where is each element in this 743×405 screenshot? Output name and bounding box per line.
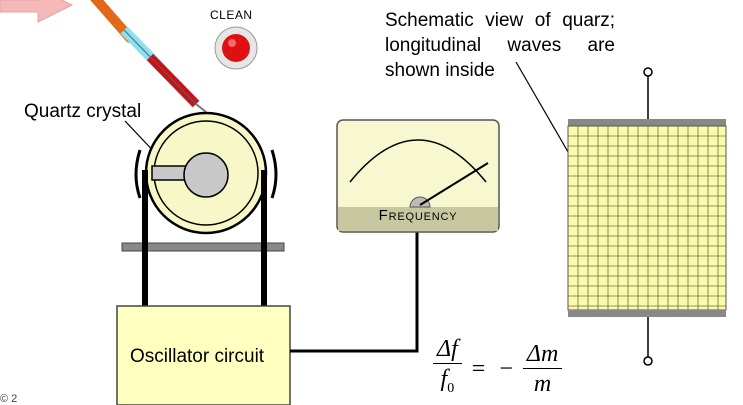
frequency-label: Frequency [378,207,458,224]
quartz-schematic [567,67,727,366]
schematic-caption: Schematic view of quarz; longitudinal wa… [385,8,615,83]
formula-equals: = [471,355,486,382]
clean-button[interactable] [214,26,258,70]
clean-button-label: CLEAN [210,8,253,22]
formula-lhs: Δf f0 [433,335,462,404]
caption-line-1: Schematic view of quarz; [385,10,615,31]
arrow-icon [0,0,74,23]
oscillator-circuit-label: Oscillator circuit [130,346,265,367]
caption-line-2: longitudinal waves are [385,35,615,56]
stand-plate [121,242,285,252]
formula-rhs: Δm m [522,340,563,399]
formula-lhs-denominator: f0 [433,364,462,404]
clean-button-icon[interactable] [222,34,250,62]
formula-rhs-denominator: m [533,370,552,397]
quartz-crystal [134,111,278,235]
formula-rhs-numerator: Δm [522,340,563,369]
pipette-icon [90,0,207,113]
formula-lhs-subscript: 0 [447,380,455,396]
formula-lhs-denominator-var: f [440,366,448,392]
sauerbrey-formula: Δf f0 = − Δm m [433,335,563,404]
formula-lhs-numerator: Δf [433,335,462,364]
frequency-meter [336,119,500,233]
formula-minus: − [499,355,513,382]
wire [290,232,419,353]
oscillator-circuit [116,305,291,405]
caption-line-3: shown inside [385,60,495,81]
quartz-crystal-label: Quartz crystal [24,101,142,122]
copyright-text: © 2 [0,393,18,405]
